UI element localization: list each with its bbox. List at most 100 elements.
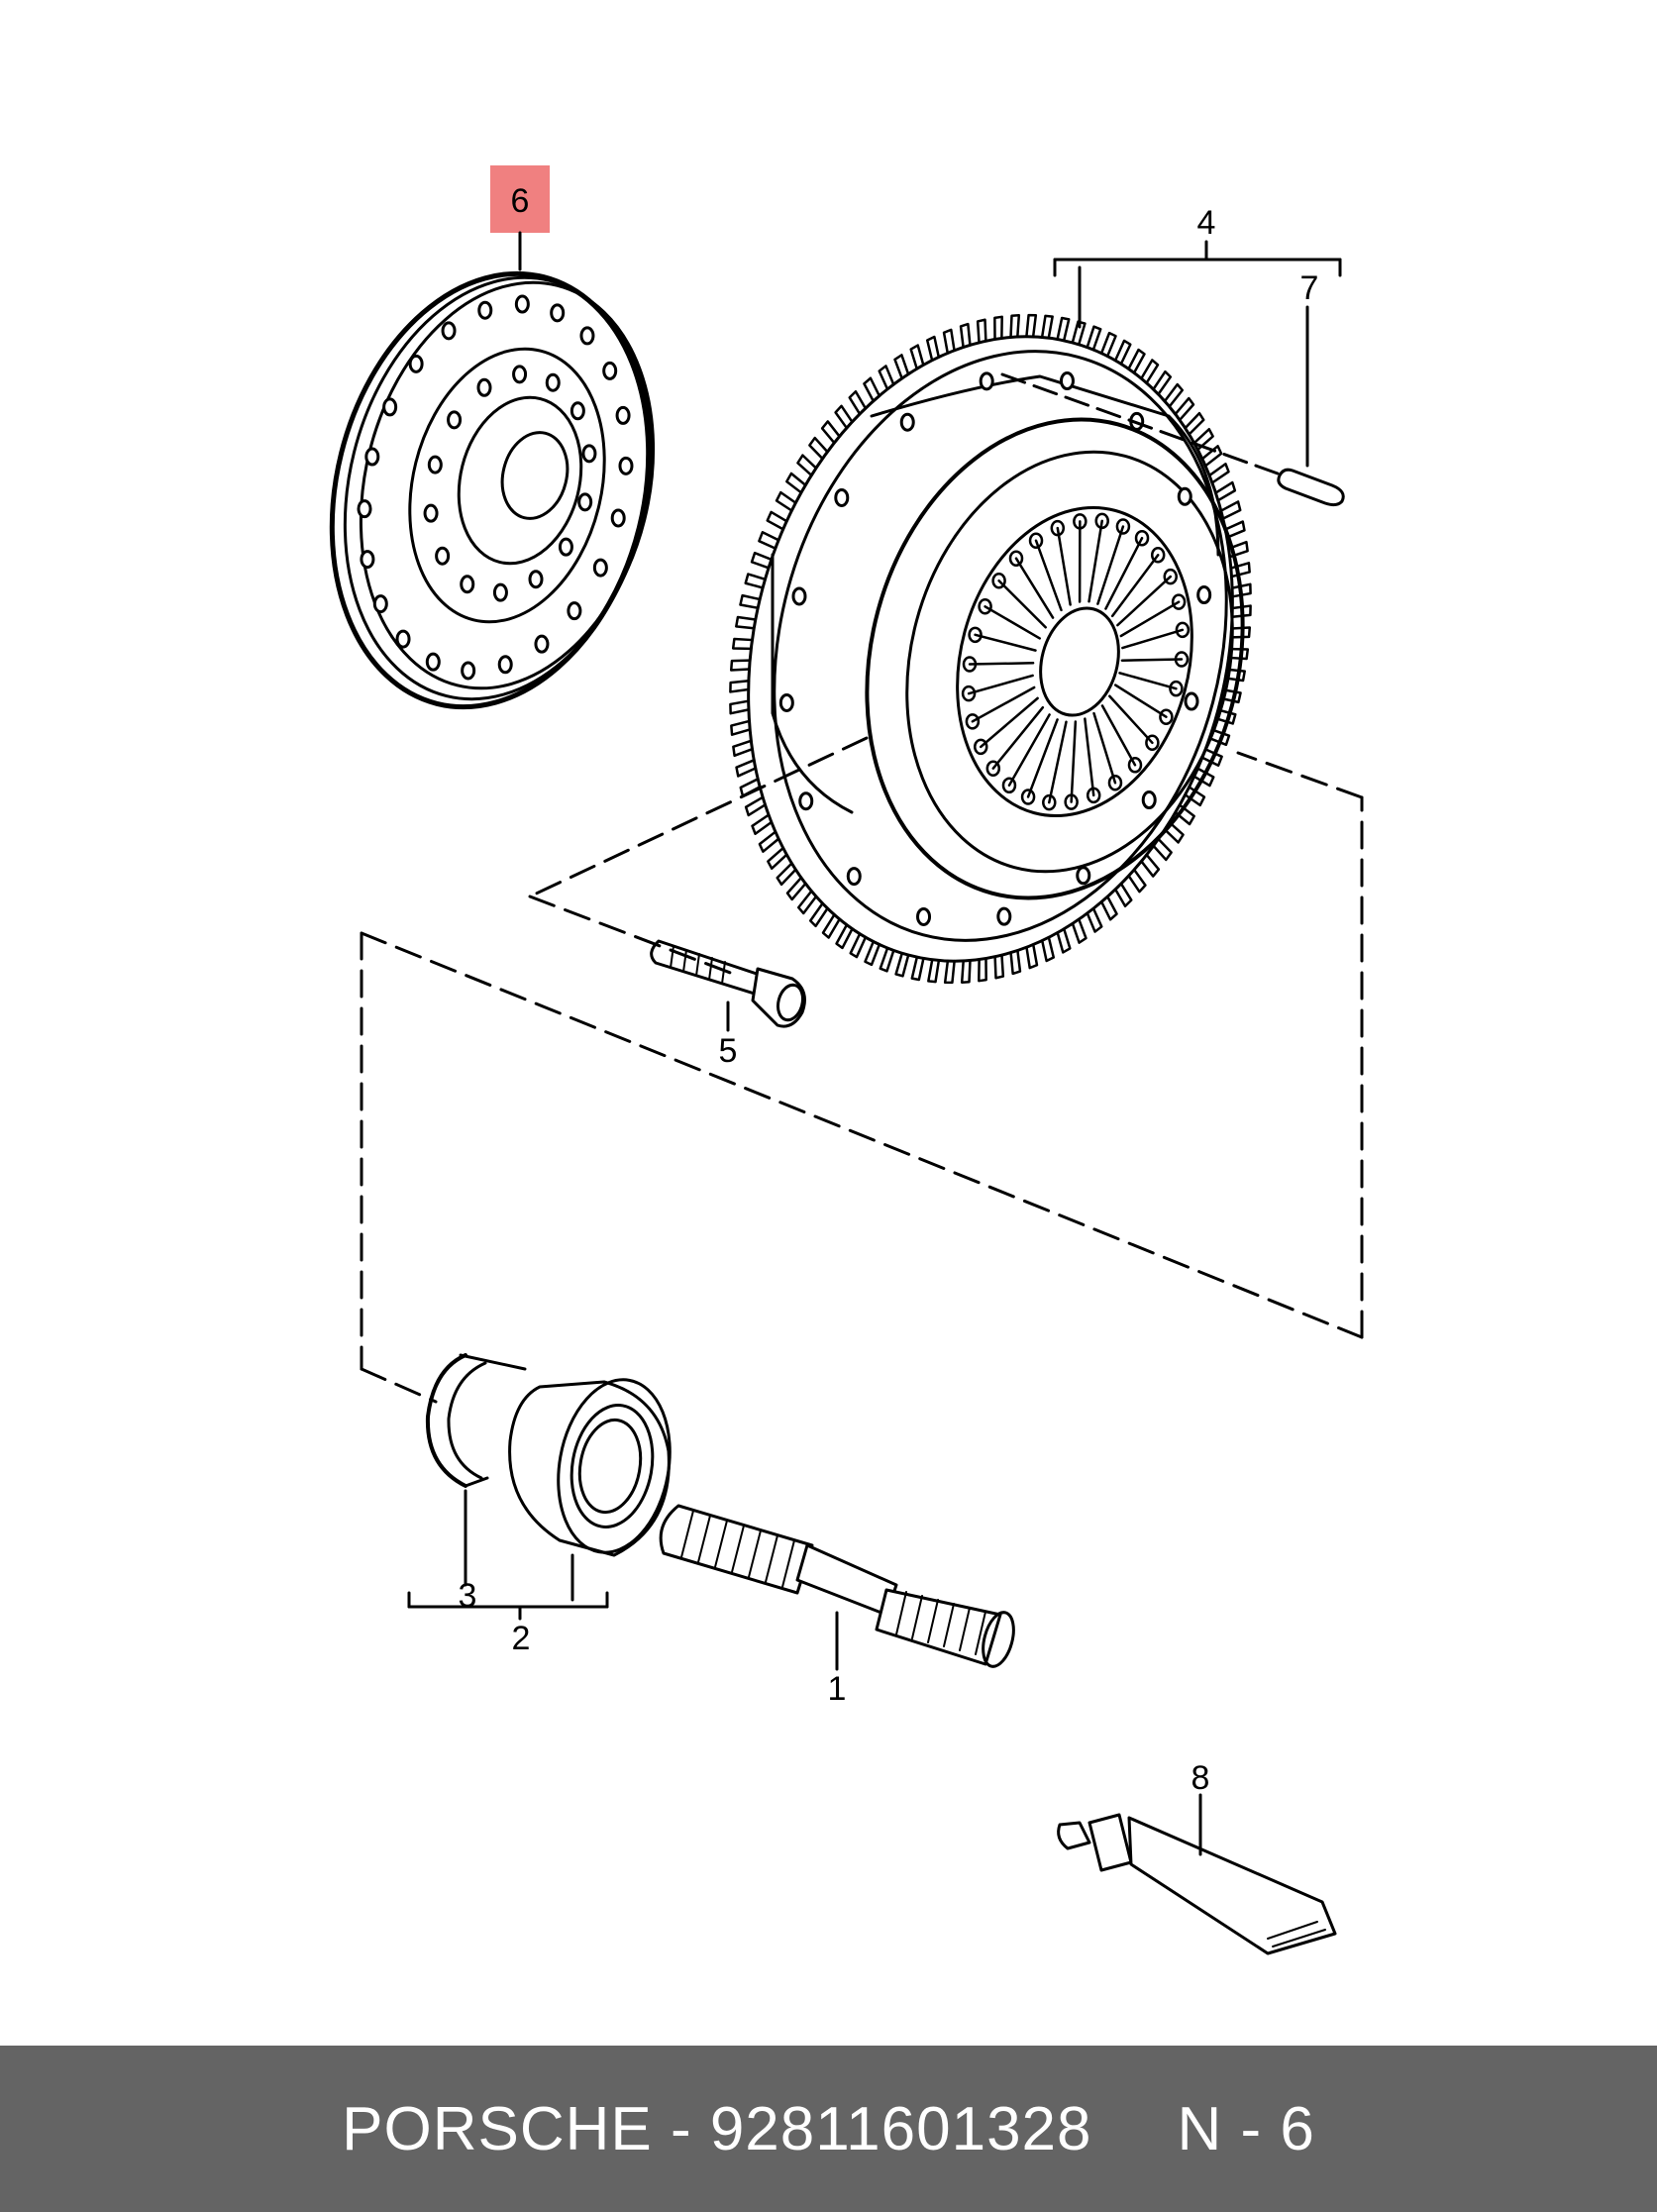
finger-tip bbox=[968, 626, 983, 644]
finger-tip bbox=[1174, 651, 1190, 668]
spring-finger bbox=[1087, 519, 1103, 603]
ring-gear-tooth bbox=[729, 680, 751, 693]
spring-finger bbox=[968, 662, 1035, 666]
disc-rivet bbox=[602, 361, 618, 380]
disc-rivet bbox=[534, 634, 550, 654]
ring-gear-tooth bbox=[863, 376, 881, 403]
ring-gear-tooth bbox=[976, 318, 987, 345]
ring-gear-tooth bbox=[1086, 906, 1103, 933]
ring-gear-tooth bbox=[730, 719, 752, 736]
ring-gear-tooth bbox=[835, 923, 854, 950]
finger-tip bbox=[1050, 519, 1066, 537]
shaft-spline bbox=[680, 1510, 694, 1558]
finger-tip bbox=[1127, 757, 1143, 774]
flywheel-bolt-hole bbox=[1184, 691, 1199, 711]
disc-rivet bbox=[579, 326, 595, 346]
callout-label-4: 4 bbox=[1197, 204, 1216, 242]
ring-gear-tooth bbox=[1214, 708, 1237, 725]
finger-tip bbox=[1115, 518, 1131, 535]
shaft-spline bbox=[765, 1534, 778, 1583]
hub-rivet bbox=[423, 503, 439, 523]
finger-tip bbox=[978, 598, 992, 615]
ring-gear-tooth bbox=[1192, 428, 1214, 452]
ring-gear-tooth bbox=[1056, 316, 1071, 343]
ring-gear-tooth bbox=[1140, 359, 1160, 384]
ring-gear-tooth bbox=[758, 830, 780, 853]
ring-gear-tooth bbox=[731, 637, 754, 651]
disc-rivet bbox=[441, 321, 457, 341]
callout-label-2: 2 bbox=[512, 1620, 531, 1657]
disc-rivet bbox=[477, 300, 493, 320]
finger-tip bbox=[1159, 708, 1174, 725]
ring-gear-tooth bbox=[1127, 348, 1146, 374]
release-bearing-part-2 bbox=[508, 1378, 672, 1602]
flywheel-bolt-hole bbox=[1141, 790, 1157, 810]
spring-finger bbox=[1034, 539, 1063, 612]
hub-rivet bbox=[427, 455, 443, 474]
ring-gear-tooth bbox=[910, 955, 925, 982]
spring-finger bbox=[997, 579, 1047, 629]
ring-gear-tooth bbox=[729, 659, 752, 672]
ring-gear-tooth bbox=[1227, 647, 1250, 661]
ring-gear-tooth bbox=[878, 365, 895, 391]
hub-rivet bbox=[528, 570, 544, 589]
ring-gear-tooth bbox=[1113, 339, 1132, 366]
disc-rivet bbox=[364, 447, 380, 467]
ring-gear-tooth bbox=[1040, 935, 1056, 963]
finger-tip bbox=[991, 572, 1006, 589]
finger-tip bbox=[962, 656, 978, 673]
disc-rivet bbox=[567, 601, 582, 621]
shaft-spline bbox=[975, 1611, 986, 1655]
ring-gear-tooth bbox=[1056, 927, 1072, 954]
ring-gear-tooth bbox=[750, 551, 774, 570]
ring-gear-tooth bbox=[785, 472, 807, 494]
assembly-line-flywheel bbox=[528, 736, 869, 976]
dowel-pin-part-7 bbox=[1000, 305, 1345, 507]
flywheel-bolt-hole bbox=[899, 412, 915, 432]
callout-label-7: 7 bbox=[1300, 269, 1319, 307]
callout-4-bracket bbox=[1053, 240, 1342, 329]
ring-gear-tooth bbox=[744, 795, 767, 817]
callout-label-5: 5 bbox=[719, 1032, 738, 1070]
shaft-spline bbox=[911, 1595, 923, 1639]
ring-gear-tooth bbox=[1223, 520, 1246, 539]
ring-gear-tooth bbox=[1009, 314, 1021, 339]
ring-gear-tooth bbox=[1152, 369, 1173, 396]
ring-gear-tooth bbox=[993, 315, 1003, 341]
ring-gear-tooth bbox=[1219, 688, 1242, 704]
grease-tube-part-8 bbox=[1057, 1793, 1337, 1955]
ring-gear-tooth bbox=[1113, 882, 1133, 908]
finger-tip bbox=[1163, 568, 1179, 585]
spring-finger bbox=[1116, 575, 1173, 627]
flywheel-bolt-hole bbox=[846, 867, 862, 887]
footer-bar: PORSCHE - 92811601328 N - 6 bbox=[0, 2046, 1657, 2212]
parts-diagram: 6 4 7 5 3 2 1 8 bbox=[329, 165, 1364, 1955]
ring-gear-tooth bbox=[729, 699, 751, 715]
flywheel-bolt-hole bbox=[834, 487, 850, 507]
disc-rivet bbox=[372, 594, 388, 614]
ring-gear-tooth bbox=[925, 335, 941, 363]
ring-gear-tooth bbox=[776, 862, 797, 887]
spring-finger bbox=[1092, 711, 1117, 785]
ring-gear-tooth bbox=[1099, 331, 1117, 358]
ring-gear-tooth bbox=[1099, 895, 1118, 921]
ring-gear-tooth bbox=[978, 957, 987, 983]
spring-finger bbox=[1014, 557, 1055, 619]
finger-tip bbox=[1086, 787, 1101, 804]
finger-tip bbox=[965, 713, 981, 730]
callout-2-bracket bbox=[407, 1591, 609, 1621]
finger-tip bbox=[1134, 529, 1150, 547]
spring-finger bbox=[1096, 525, 1125, 605]
ring-gear-tooth bbox=[1219, 500, 1242, 520]
ring-gear-tooth bbox=[1207, 463, 1230, 484]
ring-gear-tooth bbox=[1040, 314, 1054, 340]
clutch-disc-part-6 bbox=[329, 270, 656, 710]
shaft-spline bbox=[943, 1603, 955, 1647]
spring-finger bbox=[1110, 554, 1160, 618]
callout-label-8: 8 bbox=[1191, 1759, 1210, 1797]
ring-gear-tooth bbox=[1071, 917, 1087, 944]
flywheel-bolt-hole bbox=[791, 586, 807, 606]
ring-gear-tooth bbox=[739, 593, 762, 609]
ring-gear-tooth bbox=[735, 759, 758, 778]
spring-finger bbox=[1056, 526, 1072, 606]
